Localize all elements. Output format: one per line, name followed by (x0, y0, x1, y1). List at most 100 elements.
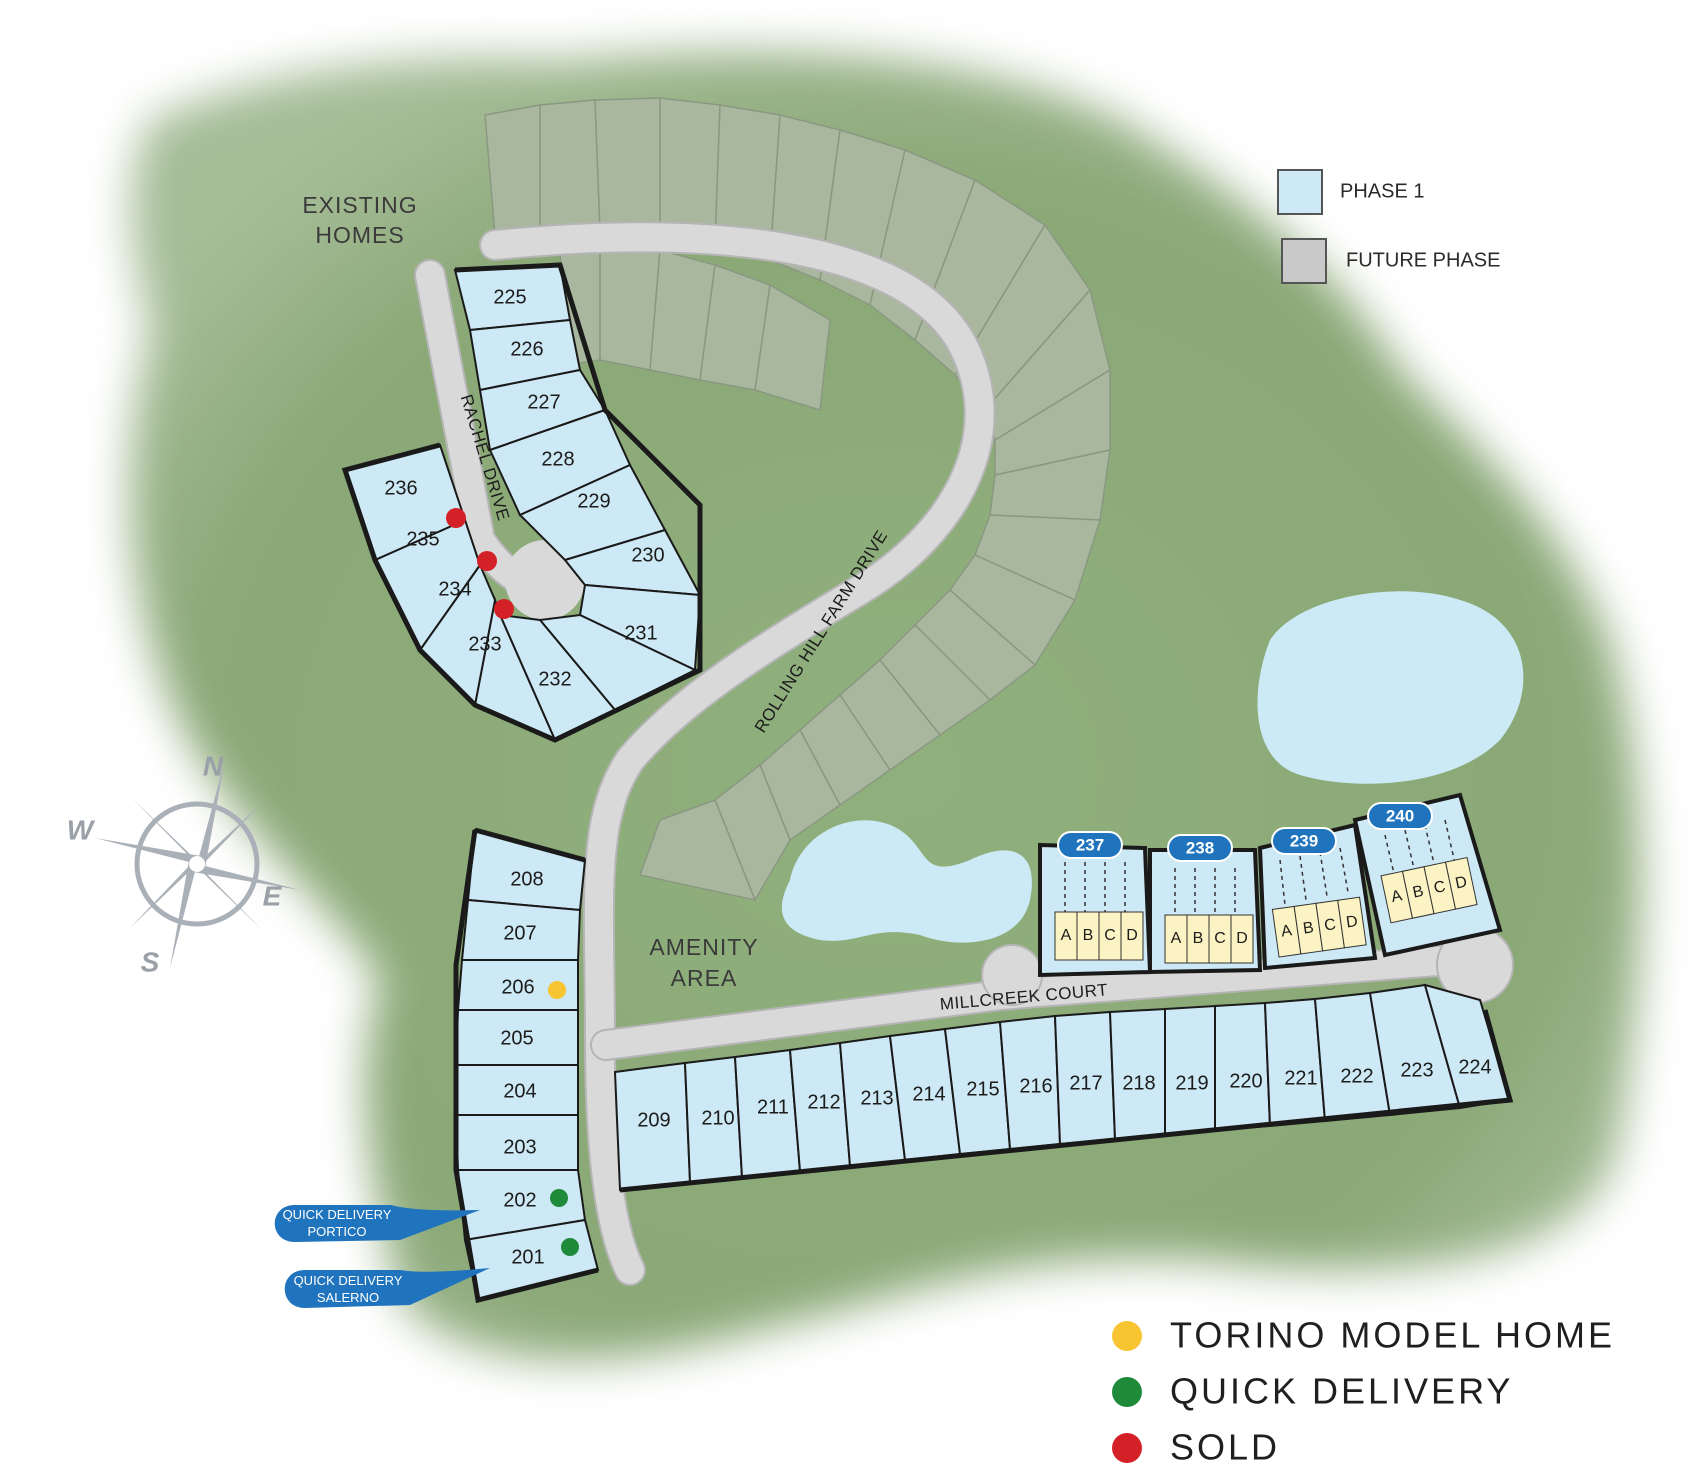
building-badge-237[interactable]: 237 (1057, 831, 1123, 859)
lot-206[interactable]: 206 (501, 976, 534, 998)
existing-homes-label-line2: HOMES (315, 222, 404, 248)
lot-229[interactable]: 229 (577, 490, 610, 512)
status-legend: TORINO MODEL HOME QUICK DELIVERY SOLD (1112, 1315, 1615, 1468)
amenity-area-label-line2: AREA (671, 965, 738, 991)
unit-c: C (1432, 878, 1447, 897)
units-238: A B C D (1164, 914, 1254, 964)
phase1-lots-south (613, 983, 1512, 1192)
tag-portico-line1: QUICK DELIVERY (283, 1207, 392, 1222)
tag-portico-line2: PORTICO (308, 1224, 367, 1239)
lot-202[interactable]: 202 (503, 1189, 536, 1211)
legend-sold-label: SOLD (1170, 1427, 1280, 1468)
unit-b: B (1411, 883, 1425, 902)
lot-217[interactable]: 217 (1069, 1072, 1102, 1094)
sold-dot-235[interactable] (446, 508, 466, 528)
lot-221[interactable]: 221 (1284, 1067, 1317, 1089)
lot-227[interactable]: 227 (527, 391, 560, 413)
quick-delivery-dot-201[interactable] (561, 1238, 579, 1256)
phase1-lots-nw (343, 263, 702, 742)
lot-226[interactable]: 226 (510, 338, 543, 360)
phase1-south-outline (619, 1009, 1514, 1193)
compass-north: N (203, 750, 224, 781)
unit-c: C (1323, 916, 1337, 934)
unit-b: B (1193, 930, 1204, 947)
unit-a: A (1171, 930, 1182, 947)
units-239: A B C D (1271, 896, 1367, 958)
unit-d: D (1454, 874, 1469, 893)
building-badge-240[interactable]: 240 (1367, 802, 1433, 830)
building-number: 240 (1386, 806, 1414, 825)
lot-224[interactable]: 224 (1458, 1056, 1491, 1078)
compass-east: E (263, 880, 283, 911)
torino-model-dot-206[interactable] (548, 981, 566, 999)
lot-219[interactable]: 219 (1175, 1072, 1208, 1094)
lot-203[interactable]: 203 (503, 1136, 536, 1158)
lot-236[interactable]: 236 (384, 477, 417, 499)
lot-211[interactable]: 211 (757, 1096, 789, 1118)
lot-214[interactable]: 214 (912, 1083, 945, 1105)
future-phase-swatch (1281, 238, 1327, 284)
lot-231[interactable]: 231 (624, 622, 657, 644)
sold-dot-234[interactable] (477, 551, 497, 571)
existing-homes-label-line1: EXISTING (302, 192, 417, 218)
townhome-unit-guides (1064, 819, 1456, 915)
lot-233[interactable]: 233 (468, 633, 501, 655)
units-237: A B C D (1054, 911, 1144, 961)
lot-234[interactable]: 234 (438, 578, 471, 600)
phase1-nw-outline (341, 262, 703, 743)
tag-salerno-line2: SALERNO (317, 1290, 379, 1305)
lot-207[interactable]: 207 (503, 922, 536, 944)
legend-quick-dot (1112, 1377, 1142, 1407)
lot-216[interactable]: 216 (1019, 1075, 1052, 1097)
legend-phase1-label: PHASE 1 (1340, 180, 1424, 202)
legend-future-label: FUTURE PHASE (1346, 249, 1500, 271)
lot-205[interactable]: 205 (500, 1027, 533, 1049)
tag-quick-delivery-portico[interactable]: QUICK DELIVERY PORTICO (274, 1205, 480, 1242)
unit-d: D (1236, 930, 1248, 947)
lot-204[interactable]: 204 (503, 1080, 536, 1102)
compass-rose: N S E W (67, 750, 300, 977)
lot-208[interactable]: 208 (510, 868, 543, 890)
tag-quick-delivery-salerno[interactable]: QUICK DELIVERY SALERNO (284, 1268, 490, 1308)
lot-235[interactable]: 235 (406, 528, 439, 550)
building-number: 237 (1076, 835, 1104, 854)
lot-225[interactable]: 225 (493, 286, 526, 308)
unit-a: A (1390, 887, 1404, 906)
lot-232[interactable]: 232 (538, 668, 571, 690)
amenity-area-label-line1: AMENITY (649, 934, 758, 960)
unit-d: D (1126, 927, 1138, 944)
quick-delivery-dot-202[interactable] (550, 1189, 568, 1207)
legend-quick-label: QUICK DELIVERY (1170, 1371, 1513, 1412)
unit-a: A (1061, 927, 1072, 944)
phase1-west-outline (453, 827, 599, 1304)
legend-sold-dot (1112, 1433, 1142, 1463)
lot-228[interactable]: 228 (541, 448, 574, 470)
lot-218[interactable]: 218 (1122, 1072, 1155, 1094)
lot-212[interactable]: 212 (807, 1091, 840, 1113)
lot-222[interactable]: 222 (1340, 1065, 1373, 1087)
compass-west: W (67, 814, 96, 845)
unit-a: A (1280, 922, 1293, 940)
lot-210[interactable]: 210 (701, 1107, 734, 1129)
tag-salerno-line1: QUICK DELIVERY (294, 1273, 403, 1288)
units-240: A B C D (1380, 856, 1478, 924)
building-number: 239 (1290, 831, 1318, 850)
phase1-lots-west (454, 828, 600, 1302)
unit-c: C (1214, 930, 1226, 947)
lot-223[interactable]: 223 (1400, 1059, 1433, 1081)
lot-220[interactable]: 220 (1229, 1070, 1262, 1092)
building-badge-238[interactable]: 238 (1167, 834, 1233, 862)
building-badge-239[interactable]: 239 (1271, 827, 1337, 855)
lot-209[interactable]: 209 (637, 1109, 670, 1131)
lot-215[interactable]: 215 (966, 1078, 999, 1100)
sold-dot-233[interactable] (494, 599, 514, 619)
lot-230[interactable]: 230 (631, 544, 664, 566)
unit-b: B (1302, 919, 1315, 937)
building-number: 238 (1186, 838, 1214, 857)
lot-201[interactable]: 201 (511, 1246, 544, 1268)
legend-torino-label: TORINO MODEL HOME (1170, 1315, 1615, 1356)
phase-legend: PHASE 1 FUTURE PHASE (1277, 169, 1500, 284)
compass-south: S (141, 946, 160, 977)
lot-213[interactable]: 213 (860, 1087, 893, 1109)
